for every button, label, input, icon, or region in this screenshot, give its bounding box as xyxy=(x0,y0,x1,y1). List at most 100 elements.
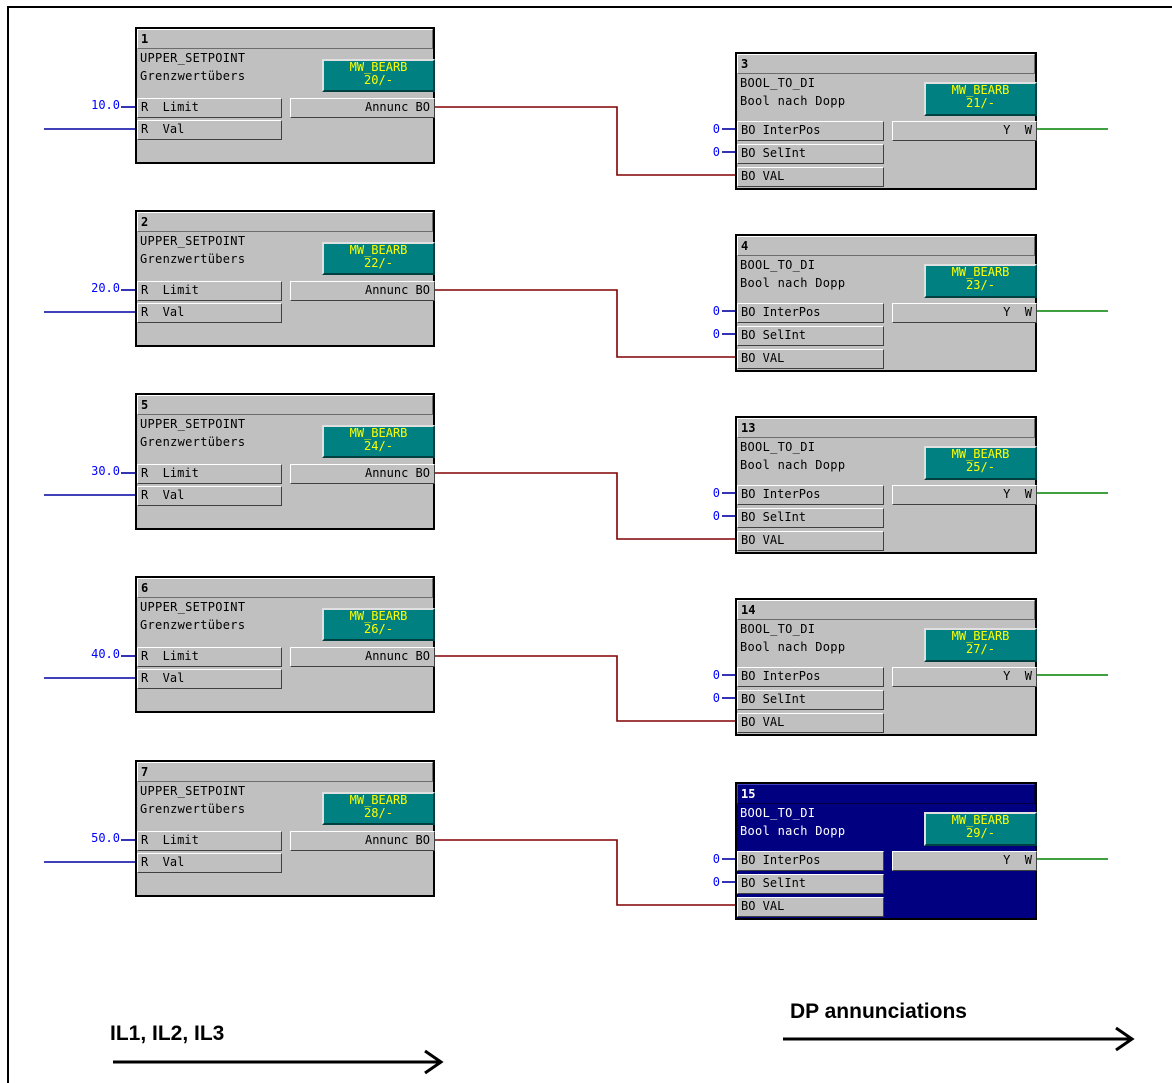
mw-bearb-index: 29/- xyxy=(966,826,995,840)
limit-value[interactable]: 50.0 xyxy=(91,831,120,845)
input-val[interactable]: R Val xyxy=(137,486,282,506)
input-limit[interactable]: R Limit xyxy=(137,464,282,484)
input-selint[interactable]: BO SelInt xyxy=(737,326,884,346)
limit-value[interactable]: 20.0 xyxy=(91,281,120,295)
arrow-right-head xyxy=(1115,1026,1135,1052)
block-number: 1 xyxy=(137,29,433,49)
interpos-value[interactable]: 0 xyxy=(712,122,720,136)
mw-bearb-index: 24/- xyxy=(364,439,393,453)
output-y-w[interactable]: Y W xyxy=(892,667,1037,687)
output-annunc[interactable]: Annunc BO xyxy=(290,98,435,118)
input-val[interactable]: BO VAL xyxy=(737,897,884,917)
selint-value[interactable]: 0 xyxy=(712,875,720,889)
block-comment: Bool nach Dopp xyxy=(740,458,846,472)
mw-bearb-name: MW_BEARB xyxy=(349,243,408,257)
mw-bearb-index: 20/- xyxy=(364,73,393,87)
selint-value[interactable]: 0 xyxy=(712,509,720,523)
input-val[interactable]: R Val xyxy=(137,120,282,140)
output-y-w[interactable]: Y W xyxy=(892,121,1037,141)
input-val[interactable]: BO VAL xyxy=(737,349,884,369)
arrow-left-head xyxy=(424,1049,444,1075)
mw-bearb-name: MW_BEARB xyxy=(349,793,408,807)
output-annunc[interactable]: Annunc BO xyxy=(290,831,435,851)
mw-bearb-index: 22/- xyxy=(364,256,393,270)
block-number: 5 xyxy=(137,395,433,415)
selint-value[interactable]: 0 xyxy=(712,327,720,341)
input-interpos[interactable]: BO InterPos xyxy=(737,851,884,871)
interpos-value[interactable]: 0 xyxy=(712,852,720,866)
caption-right: DP annunciations xyxy=(790,1000,967,1023)
block-type: UPPER_SETPOINT xyxy=(140,51,246,65)
block-type: UPPER_SETPOINT xyxy=(140,417,246,431)
block-comment: Bool nach Dopp xyxy=(740,276,846,290)
input-interpos[interactable]: BO InterPos xyxy=(737,485,884,505)
input-limit[interactable]: R Limit xyxy=(137,281,282,301)
block-number: 7 xyxy=(137,762,433,782)
mw-bearb-name: MW_BEARB xyxy=(951,83,1010,97)
output-annunc[interactable]: Annunc BO xyxy=(290,464,435,484)
input-interpos[interactable]: BO InterPos xyxy=(737,667,884,687)
input-limit[interactable]: R Limit xyxy=(137,98,282,118)
mw-bearb-name: MW_BEARB xyxy=(951,629,1010,643)
input-val[interactable]: BO VAL xyxy=(737,167,884,187)
output-y-w[interactable]: Y W xyxy=(892,485,1037,505)
limit-value[interactable]: 10.0 xyxy=(91,98,120,112)
block-type: BOOL_TO_DI xyxy=(740,76,816,90)
limit-value[interactable]: 30.0 xyxy=(91,464,120,478)
input-interpos[interactable]: BO InterPos xyxy=(737,303,884,323)
output-y-w[interactable]: Y W xyxy=(892,303,1037,323)
output-annunc[interactable]: Annunc BO xyxy=(290,647,435,667)
block-comment: Bool nach Dopp xyxy=(740,824,846,838)
block-number: 13 xyxy=(737,418,1035,438)
selint-value[interactable]: 0 xyxy=(712,145,720,159)
input-val[interactable]: R Val xyxy=(137,853,282,873)
input-val[interactable]: BO VAL xyxy=(737,531,884,551)
input-limit[interactable]: R Limit xyxy=(137,647,282,667)
mw-bearb-index: 25/- xyxy=(966,460,995,474)
interpos-value[interactable]: 0 xyxy=(712,304,720,318)
input-selint[interactable]: BO SelInt xyxy=(737,144,884,164)
block-comment: Grenzwertübers xyxy=(140,618,246,632)
input-selint[interactable]: BO SelInt xyxy=(737,508,884,528)
block-number: 14 xyxy=(737,600,1035,620)
block-number: 3 xyxy=(737,54,1035,74)
block-type: BOOL_TO_DI xyxy=(740,622,816,636)
selint-value[interactable]: 0 xyxy=(712,691,720,705)
input-limit[interactable]: R Limit xyxy=(137,831,282,851)
block-type: BOOL_TO_DI xyxy=(740,258,816,272)
limit-value[interactable]: 40.0 xyxy=(91,647,120,661)
input-interpos[interactable]: BO InterPos xyxy=(737,121,884,141)
link-wire xyxy=(435,472,735,540)
output-y-w[interactable]: Y W xyxy=(892,851,1037,871)
interpos-value[interactable]: 0 xyxy=(712,486,720,500)
block-number: 4 xyxy=(737,236,1035,256)
input-val[interactable]: R Val xyxy=(137,303,282,323)
interpos-value[interactable]: 0 xyxy=(712,668,720,682)
output-annunc[interactable]: Annunc BO xyxy=(290,281,435,301)
input-selint[interactable]: BO SelInt xyxy=(737,874,884,894)
input-val[interactable]: R Val xyxy=(137,669,282,689)
input-val[interactable]: BO VAL xyxy=(737,713,884,733)
input-selint[interactable]: BO SelInt xyxy=(737,690,884,710)
block-comment: Grenzwertübers xyxy=(140,252,246,266)
block-comment: Bool nach Dopp xyxy=(740,94,846,108)
